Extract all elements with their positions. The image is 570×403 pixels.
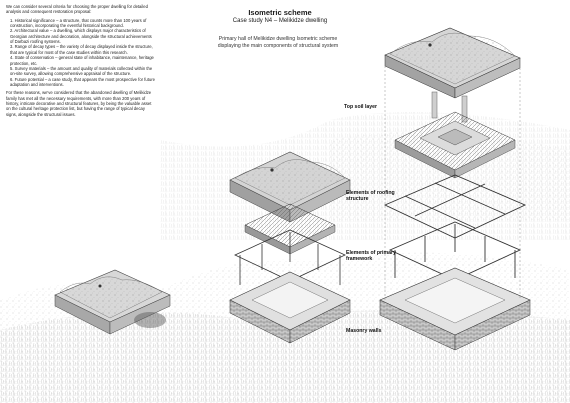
small-dwelling — [54, 269, 171, 335]
intro-conclusion: For these reasons, we've considered that… — [6, 90, 152, 117]
label-top-soil: Top soil layer — [344, 104, 378, 110]
intro-lead: We can consider several criteria for cho… — [6, 4, 148, 15]
label-masonry: Masonry walls — [346, 328, 382, 334]
criterion-item: 3. Range of decay types – the variety of… — [10, 44, 153, 55]
criterion-item: 5. Survey materials – the amount and qua… — [10, 66, 153, 77]
title-block: Isometric scheme Case study N4 – Melikid… — [195, 8, 365, 25]
scheme-subtitle: Primary hall of Melikidze dwelling Isome… — [217, 36, 339, 49]
criterion-item: 4. State of conservation – general state… — [10, 55, 154, 66]
middle-dwelling — [229, 151, 351, 344]
criterion-item: 1. Historical significance – a structure… — [10, 17, 147, 28]
exploded-scheme — [379, 27, 531, 351]
label-roofing: Elements of roofing structure — [346, 190, 395, 203]
criteria-list: 1. Historical significance – a structure… — [6, 18, 156, 88]
page-title: Isometric scheme — [248, 8, 312, 17]
label-framework: Elements of primary framework — [346, 250, 396, 263]
intro-text: We can consider several criteria for cho… — [6, 4, 156, 120]
criterion-item: 2. Architectural value – a dwelling, whi… — [10, 28, 152, 44]
case-study-title: Case study N4 – Melikidze dwelling — [232, 18, 328, 24]
criterion-item: 6. Future potential – a case study, that… — [10, 76, 155, 88]
